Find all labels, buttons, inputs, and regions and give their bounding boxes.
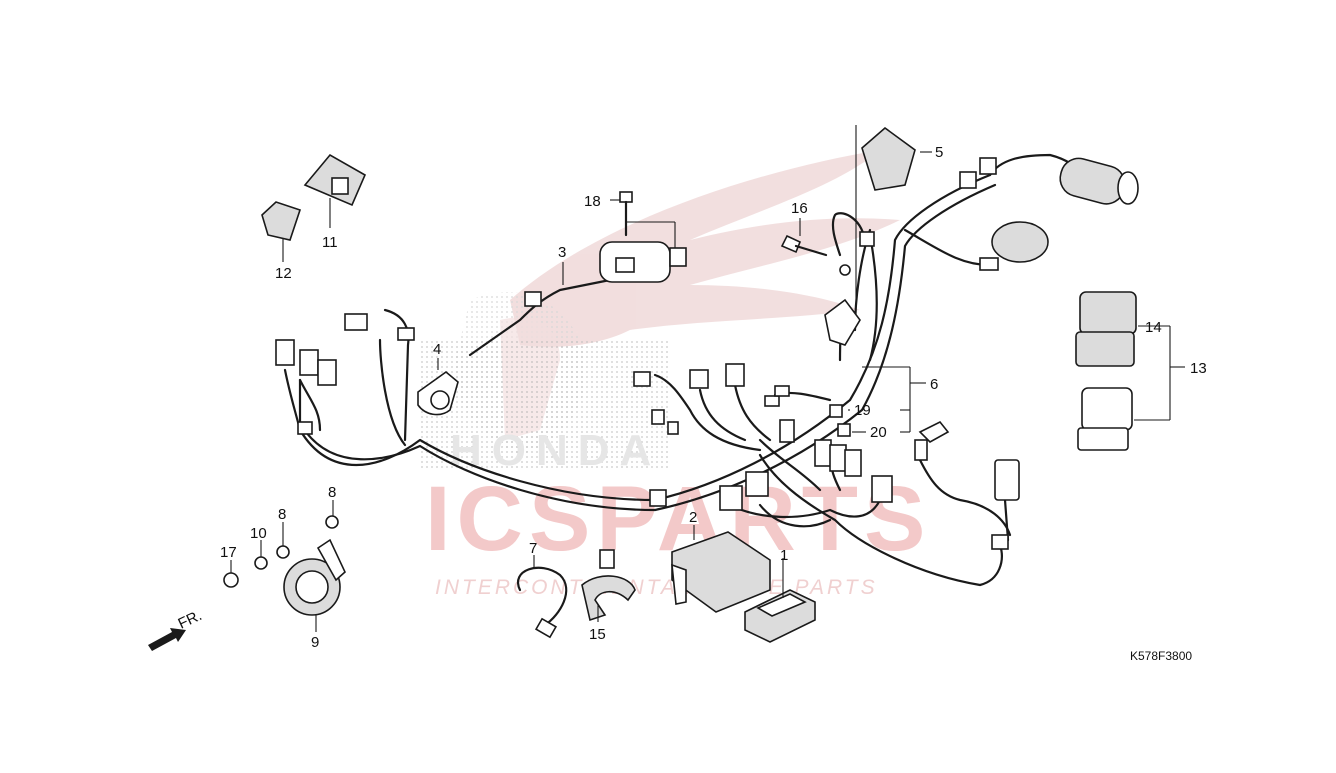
connector-low-5 [719,485,743,511]
control-unit-2 [671,531,771,613]
bolt-16 [780,234,802,254]
connector-fuse-2 [774,385,790,397]
spark-plug-cap-end [430,390,450,410]
round-connector-plug [1059,157,1126,205]
harness-clip-top-2 [959,171,977,189]
harness-clip-top [979,157,997,175]
callout-14: 14 [1145,319,1162,336]
callout-13: 13 [1190,360,1207,377]
horn-bracket [316,538,346,582]
watermark: HONDA ICSPARTS INTERCONTINENTAL SPARE PA… [420,150,925,599]
connector-low-7 [914,439,928,461]
connector-mid-2 [689,369,709,389]
connector-fuse-1 [764,395,780,407]
harness-clip-right [991,534,1009,550]
diagram-code: K578F3800 [1130,649,1192,663]
callout-20: 20 [870,424,887,441]
regulator-5 [861,126,916,191]
callout-3: 3 [558,244,566,261]
callout-19: 19 [854,402,871,419]
connector-low-6 [745,471,769,497]
ignition-coil-connector [669,247,687,267]
band-15 [581,575,636,622]
connector-5-body [824,298,861,346]
bolt-17 [223,572,239,588]
callout-11: 11 [322,234,338,251]
callout-12: 12 [275,265,292,282]
relay-11-slot [331,177,349,195]
watermark-honda: HONDA [450,426,661,475]
sensor-cap [991,221,1049,263]
halftone-area [420,340,670,470]
relay-14-upper [1079,291,1137,335]
washer-8 [276,545,290,559]
connector-low-1 [814,439,832,467]
relay-13-base [1077,427,1129,451]
ignition-coil-terminal [615,257,635,273]
ignition-coil [599,241,671,283]
harness-clip-mid [859,231,875,247]
front-direction-label: FR. [176,607,205,633]
ground-terminal [839,264,851,276]
callout-7: 7 [529,540,537,557]
callout-16: 16 [791,200,808,217]
coil-clamp [524,291,542,307]
round-connector-face [1117,171,1139,205]
collar-10 [254,556,268,570]
relay-12 [261,201,302,241]
connector-mid-3 [725,363,745,387]
callout-10: 10 [250,525,267,542]
callout-4: 4 [433,341,441,358]
connector-top-left [344,313,368,331]
callout-6: 6 [930,376,938,393]
connector-right-plug [994,459,1020,501]
callout-9: 9 [311,634,319,651]
watermark-tagline: INTERCONTINENTAL SPARE PARTS [435,576,878,599]
horn-9-center [295,570,329,604]
clip-lower-left [297,421,313,435]
band-7-clip [534,617,558,639]
callout-1: 1 [780,547,788,564]
callout-5: 5 [935,144,943,161]
clip-left [397,327,415,341]
relay-14-lower [1075,331,1135,367]
callout-15: 15 [589,626,606,643]
connector-left-1 [275,339,295,366]
fuse-19 [829,404,843,418]
connector-low-8 [918,420,950,443]
connector-mid-4 [651,409,665,425]
connector-left-3 [317,359,337,386]
connector-mid-6 [779,419,795,443]
callout-18: 18 [584,193,601,210]
control-unit-2-mount [671,563,687,605]
connector-left-2 [299,349,319,376]
sensor-connector [979,257,999,271]
callout-8-upper: 8 [328,484,336,501]
callout-8-lower: 8 [278,506,286,523]
relay-13-body [1081,387,1133,431]
connectors [148,125,1139,651]
fuse-box-1-top [756,593,807,617]
connector-mid-1 [633,371,651,387]
connector-low-4 [871,475,893,503]
callout-17: 17 [220,544,237,561]
band-15-head [599,549,615,569]
front-direction-arrow [148,628,186,651]
leader-lines [230,151,1185,632]
harness-clip-bottom [649,489,667,507]
connector-low-3 [844,449,862,477]
connector-low-2 [829,444,847,472]
fuse-20 [837,423,851,437]
bolt-18-head [619,191,633,203]
nut-8 [325,515,339,529]
callout-2: 2 [689,509,697,526]
connector-mid-5 [667,421,679,435]
